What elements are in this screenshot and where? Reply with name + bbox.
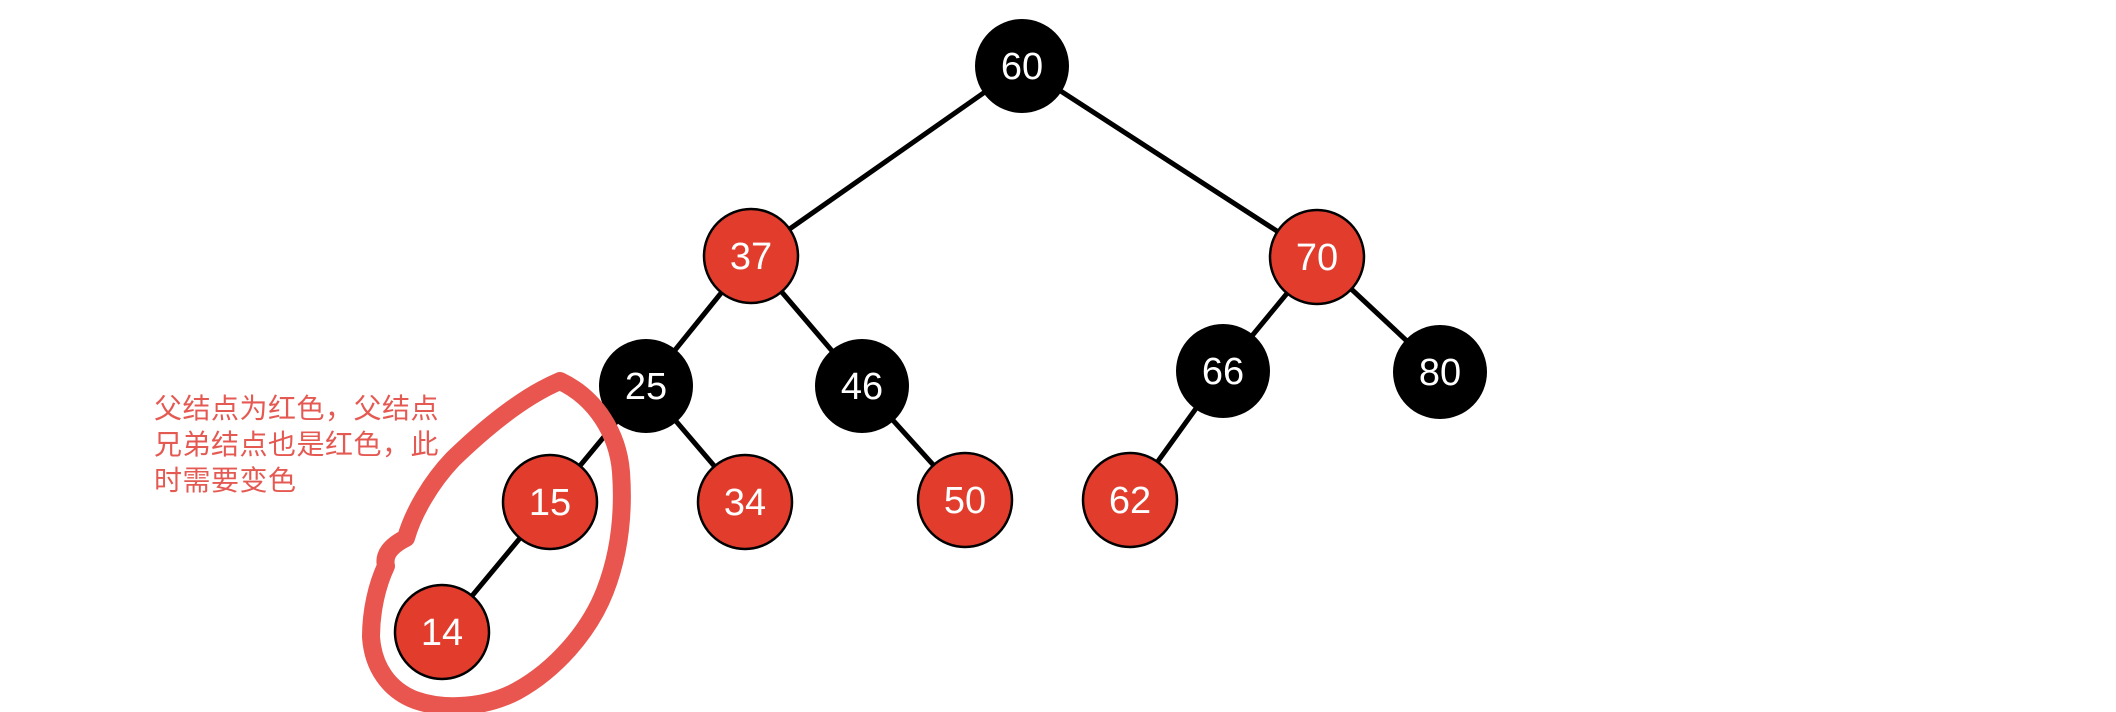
tree-node-70: 70: [1268, 208, 1366, 306]
hand-drawn-highlight-circle: [362, 372, 631, 712]
node-label: 80: [1419, 352, 1461, 394]
node-label: 70: [1296, 237, 1338, 279]
node-label: 46: [841, 366, 883, 408]
node-circle-black: [599, 339, 693, 433]
tree-node-62: 62: [1081, 451, 1179, 549]
tree-node-14: 14: [393, 583, 491, 681]
tree-node-50: 50: [916, 451, 1014, 549]
node-circle-black: [975, 19, 1069, 113]
annotation-line-1: 父结点为红色，父结点: [154, 393, 440, 424]
node-circle-red: [393, 583, 491, 681]
annotation-line-2: 兄弟结点也是红色，此: [154, 429, 440, 460]
node-circle-black: [815, 339, 909, 433]
node-circle-red: [702, 207, 800, 305]
tree-node-66: 66: [1176, 324, 1270, 418]
node-label: 60: [1001, 46, 1043, 88]
tree-nodes-layer: 60 37 70 25 46 66 80 15 34 50 62 14: [393, 19, 1487, 681]
annotation-line-3: 时需要变色: [154, 465, 297, 496]
tree-node-46: 46: [815, 339, 909, 433]
tree-node-34: 34: [696, 453, 794, 551]
node-circle-red: [696, 453, 794, 551]
node-circle-red: [1081, 451, 1179, 549]
node-label: 15: [529, 482, 571, 524]
tree-node-80: 80: [1393, 325, 1487, 419]
tree-edge-60-37: [749, 63, 1024, 259]
tree-edge-60-70: [1020, 63, 1319, 260]
tree-node-15: 15: [501, 453, 599, 551]
node-circle-red: [501, 453, 599, 551]
tree-node-60: 60: [975, 19, 1069, 113]
tree-edges-layer: [440, 63, 1442, 634]
node-label: 14: [421, 612, 463, 654]
node-label: 25: [625, 366, 667, 408]
tree-node-25: 25: [599, 339, 693, 433]
annotation-text: 父结点为红色，父结点 兄弟结点也是红色，此 时需要变色: [154, 391, 439, 499]
node-label: 34: [724, 482, 766, 524]
node-circle-red: [1268, 208, 1366, 306]
node-label: 66: [1202, 351, 1244, 393]
node-circle-black: [1176, 324, 1270, 418]
node-circle-red: [916, 451, 1014, 549]
node-label: 50: [944, 480, 986, 522]
tree-node-37: 37: [702, 207, 800, 305]
node-label: 37: [730, 236, 772, 278]
node-label: 62: [1109, 480, 1151, 522]
node-circle-black: [1393, 325, 1487, 419]
